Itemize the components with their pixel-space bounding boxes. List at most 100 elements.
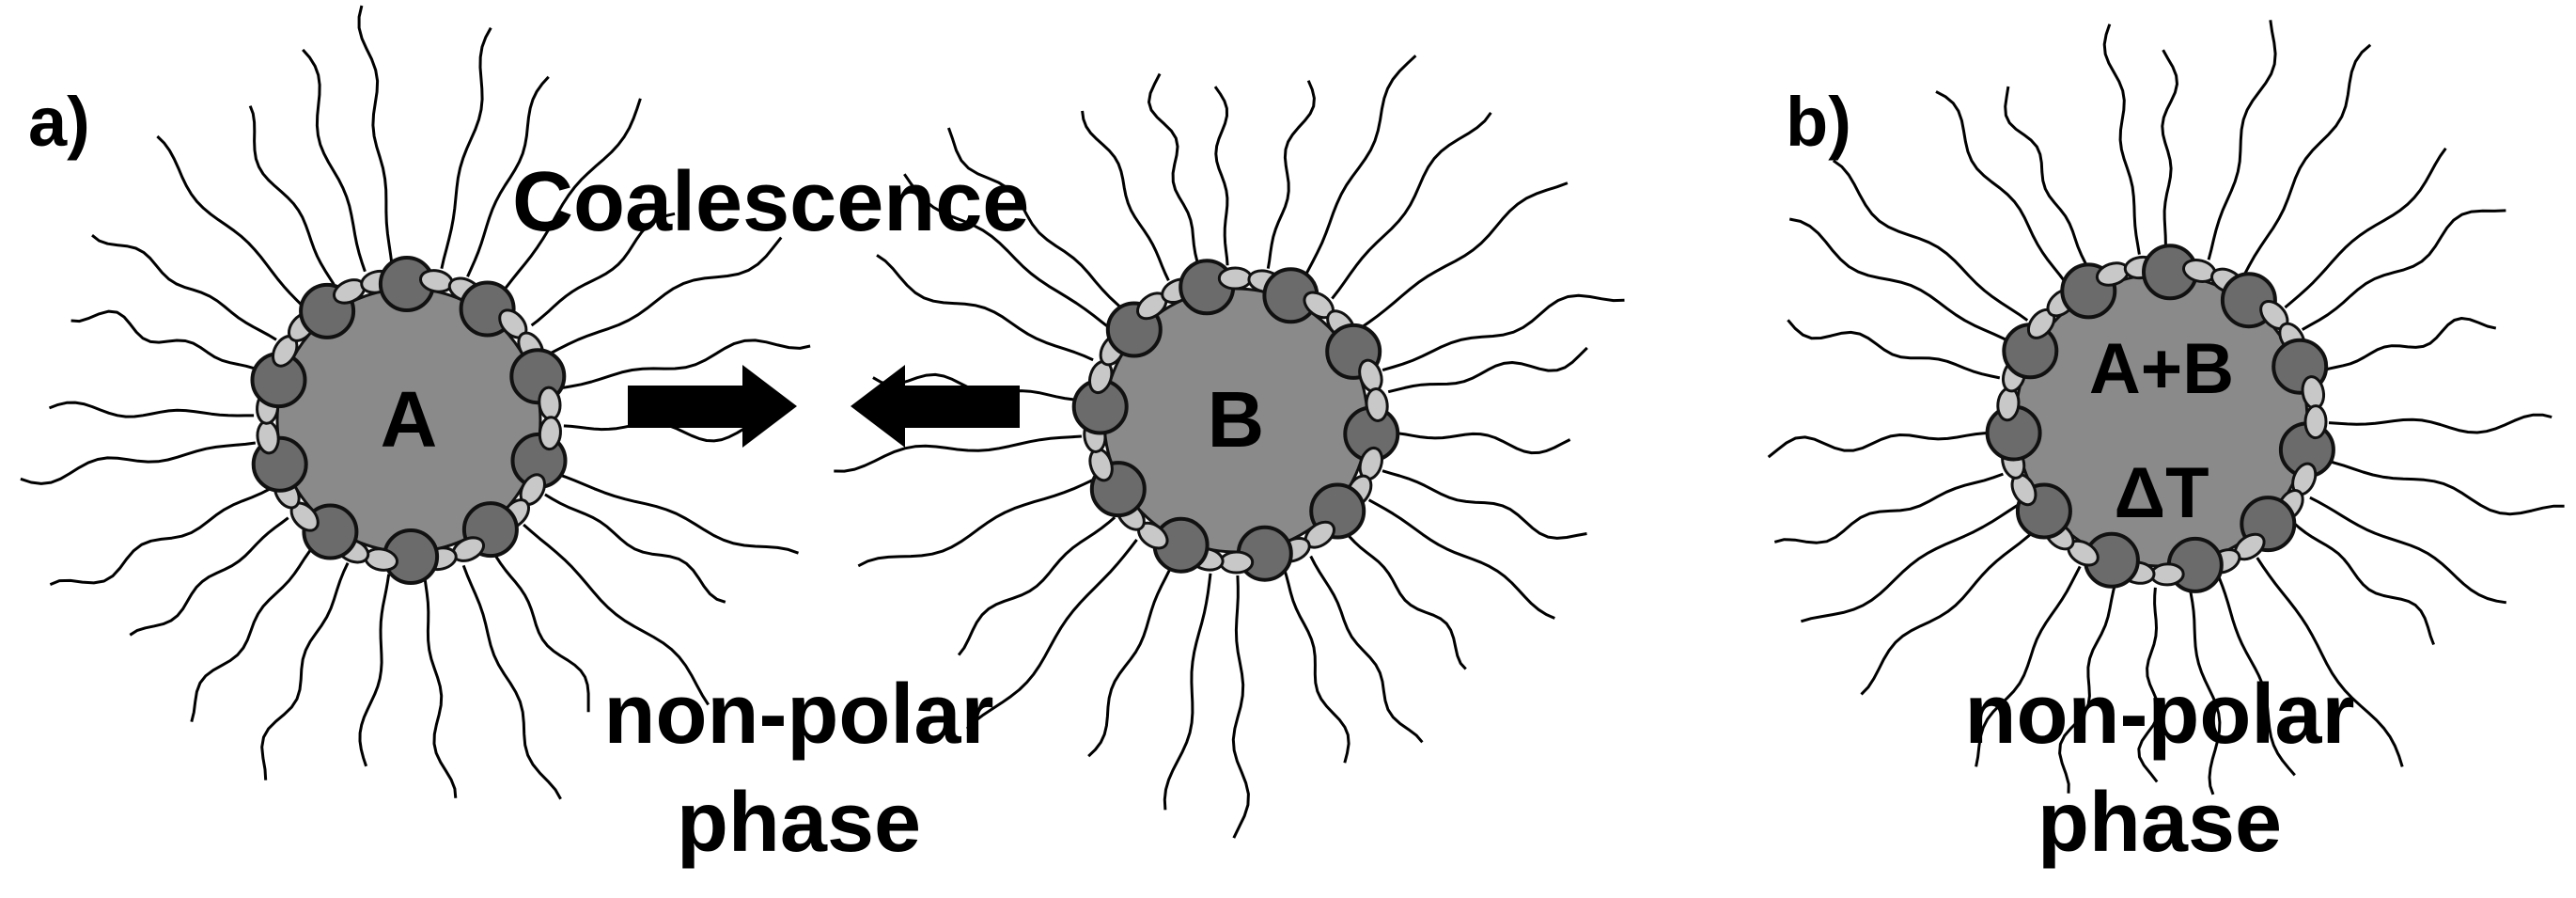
- surfactant-tails-b: [834, 55, 1625, 839]
- surfactant-tail: [49, 487, 271, 586]
- surfactant-tail: [1767, 431, 1995, 459]
- surfactant-head-small: [1365, 387, 1389, 422]
- surfactant-tail: [1147, 72, 1201, 271]
- surfactant-tail: [260, 562, 350, 780]
- surfactant-tail: [1382, 293, 1625, 372]
- surfactant-head-small: [538, 416, 562, 451]
- surfactant-tail: [129, 516, 289, 637]
- surfactant-tail: [946, 127, 1127, 313]
- surfactant-tail: [857, 479, 1094, 568]
- surfactant-tail: [1832, 159, 2029, 322]
- phase-label-b-line2: phase: [2037, 776, 2282, 870]
- surfactant-tail: [1087, 561, 1175, 758]
- surfactant-tail: [2328, 413, 2553, 434]
- surfactant-tail: [560, 339, 811, 390]
- surfactant-tail: [20, 441, 256, 485]
- droplet-label-merged: A+B: [2089, 329, 2234, 409]
- surfactant-tail: [548, 236, 783, 355]
- surfactant-tail: [2004, 86, 2091, 271]
- surfactant-head-small: [1219, 550, 1255, 575]
- surfactant-tail: [423, 574, 458, 798]
- surfactant-tail: [1231, 575, 1250, 839]
- surfactant-tail: [876, 254, 1094, 362]
- surfactant-tail: [1975, 565, 2082, 767]
- surfactant-tail: [554, 471, 799, 555]
- surfactant-tail: [466, 75, 550, 277]
- surfactant-tail: [2217, 576, 2296, 777]
- surfactant-tail: [1800, 504, 2019, 623]
- surfactant-heads-b: [1071, 259, 1400, 582]
- micelle-droplet-a: A: [20, 5, 811, 800]
- surfactant-tail: [499, 98, 642, 296]
- surfactant-tail: [544, 493, 726, 604]
- surfactant-tail: [2301, 209, 2506, 331]
- droplet-label-b: B: [1208, 375, 1265, 464]
- surfactant-tail: [1163, 573, 1212, 811]
- surfactant-tail: [957, 515, 1116, 656]
- surfactant-heads-a: [250, 256, 568, 585]
- surfactant-tail: [190, 543, 317, 722]
- surfactant-tail: [440, 26, 492, 270]
- surfactant-tail: [1935, 90, 2068, 284]
- surfactant-tails-a: [20, 5, 811, 800]
- surfactant-tail: [2309, 496, 2507, 605]
- surfactant-tail: [1787, 319, 2001, 380]
- surfactant-tail: [903, 173, 1112, 330]
- surfactant-tail: [2292, 521, 2436, 646]
- surfactant-tail: [1309, 555, 1424, 744]
- surfactant-tail: [2137, 587, 2161, 783]
- surfactant-tail: [2161, 49, 2178, 254]
- arrow-left-icon: [851, 365, 1020, 448]
- surfactant-tail: [1302, 55, 1417, 281]
- droplet-label-a: A: [381, 375, 438, 464]
- surfactant-tail: [48, 401, 255, 418]
- micelle-droplet-b: B: [834, 55, 1625, 839]
- panel-a-label: a): [28, 83, 90, 161]
- surfactant-head-small: [2303, 404, 2328, 440]
- surfactant-tail: [523, 523, 710, 706]
- surfactant-tail: [1081, 110, 1170, 281]
- surfactant-tail: [2284, 147, 2447, 309]
- surfactant-tail: [70, 309, 263, 373]
- surfactant-tail: [1331, 112, 1492, 300]
- surfactant-tails-merged: [1767, 20, 2565, 796]
- surfactant-tail: [156, 134, 304, 308]
- surfactant-tail: [2256, 557, 2404, 767]
- surfactant-tail: [1788, 217, 2014, 345]
- surfactant-tail: [492, 549, 590, 713]
- surfactant-tail: [965, 538, 1138, 731]
- surfactant-tail: [1860, 528, 2037, 696]
- surfactant-heads-merged: [1985, 244, 2335, 593]
- surfactant-tail: [2102, 24, 2141, 255]
- panel-b-label: b): [1786, 83, 1851, 161]
- surfactant-tail: [1266, 80, 1316, 269]
- phase-label-b-line1: non-polar: [1965, 668, 2355, 762]
- surfactant-tail: [461, 564, 562, 800]
- surfactant-tail: [357, 5, 394, 267]
- surfactant-tail: [1773, 472, 2004, 544]
- surfactant-tail: [2207, 20, 2277, 260]
- surfactant-head-small: [1217, 266, 1253, 291]
- surfactant-tail: [2187, 585, 2222, 796]
- surfactant-tail: [1390, 431, 1571, 455]
- coalescence-label: Coalescence: [512, 155, 1029, 249]
- surfactant-tail: [2242, 43, 2372, 276]
- surfactant-tail: [1213, 86, 1229, 266]
- surfactant-tail: [1359, 181, 1569, 330]
- surfactant-tail: [91, 234, 277, 341]
- surfactant-tail: [1387, 346, 1588, 394]
- phase-label-a-line1: non-polar: [604, 668, 994, 762]
- surfactant-tail: [1382, 469, 1587, 540]
- surfactant-tail: [2320, 317, 2497, 372]
- surfactant-tail: [248, 105, 336, 286]
- phase-label-a-line2: phase: [677, 776, 921, 870]
- surfactant-tail: [1367, 498, 1555, 620]
- droplet-sublabel-delta-t: ΔT: [2114, 453, 2209, 533]
- surfactant-tail: [358, 574, 391, 767]
- micelle-droplet-merged: A+B ΔT: [1767, 20, 2565, 796]
- surfactant-tail: [2323, 458, 2565, 516]
- surfactant-tail: [530, 212, 676, 327]
- surfactant-tail: [2058, 580, 2118, 794]
- surfactant-tail: [1282, 567, 1350, 764]
